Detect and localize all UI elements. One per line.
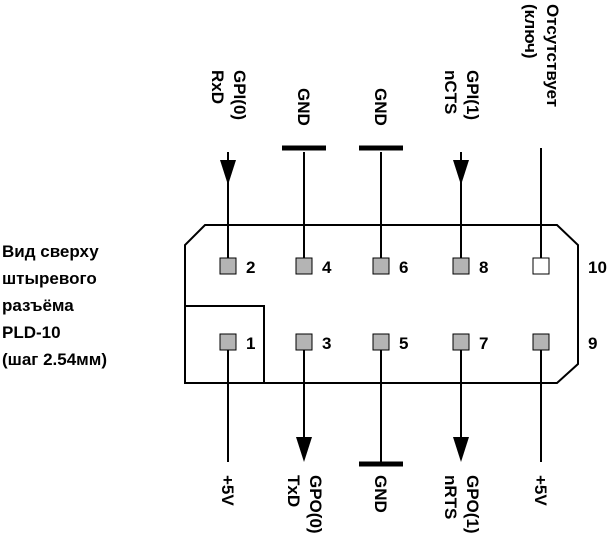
pin1-marker-box: [185, 305, 265, 383]
pin-6-number: 6: [399, 258, 408, 277]
pin-7-label-1: GPO(1): [463, 475, 482, 534]
description-line-1: Вид сверху: [2, 242, 99, 261]
pin-1-square: [219, 333, 237, 351]
pin-4-number: 4: [322, 258, 332, 277]
pin-3-output-arrow: [296, 437, 312, 462]
pin-8-label-1: GPI(1): [463, 70, 482, 120]
description-line-5: (шаг 2.54мм): [2, 350, 107, 369]
pin-3-number: 3: [322, 334, 331, 353]
pin-2-label-1: GPI(0): [230, 70, 249, 120]
pin-7-label-2: nRTS: [441, 475, 460, 519]
pin-5-square: [372, 333, 390, 351]
pin-5-label-1: GND: [371, 475, 390, 513]
pin-8-square: [452, 257, 470, 275]
pin-7-number: 7: [479, 334, 488, 353]
pin-8-input-arrow: [453, 160, 469, 185]
pin-1-label-1: +5V: [218, 475, 237, 506]
pin-10-label-2: (ключ): [521, 4, 540, 59]
pin-3-label-2: TxD: [284, 475, 303, 507]
pin-8-number: 8: [479, 258, 488, 277]
description-line-4: PLD-10: [2, 323, 61, 342]
pin-4-square: [295, 257, 313, 275]
pin-8-label-2: nCTS: [441, 70, 460, 114]
description-line-2: штыревого: [2, 269, 97, 288]
pin-2-square: [219, 257, 237, 275]
pin-9-number: 9: [588, 334, 597, 353]
pin-10-key-square: [532, 257, 550, 275]
pin-2-input-arrow: [220, 160, 236, 185]
description-line-3: разъёма: [2, 296, 74, 315]
pin-10-label-1: Отсутствует: [543, 4, 562, 107]
pin-6-square: [372, 257, 390, 275]
pin-7-square: [452, 333, 470, 351]
pin-9-square: [532, 333, 550, 351]
pin-2-label-2: RxD: [208, 70, 227, 104]
pin-4-label-1: GND: [294, 88, 313, 126]
pin-1-number: 1: [246, 334, 255, 353]
connector-description: Вид сверху штыревого разъёма PLD-10 (шаг…: [2, 238, 107, 373]
pin-9-label-1: +5V: [531, 475, 550, 506]
pin-2-number: 2: [246, 258, 255, 277]
pin-5-number: 5: [399, 334, 408, 353]
pin-3-label-1: GPO(0): [306, 475, 325, 534]
connector-body: [184, 224, 579, 384]
pin-7-output-arrow: [453, 437, 469, 462]
pin-3-square: [295, 333, 313, 351]
connector-outline: [184, 224, 579, 384]
pin-10-number: 10: [588, 258, 607, 277]
pin-6-label-1: GND: [371, 88, 390, 126]
